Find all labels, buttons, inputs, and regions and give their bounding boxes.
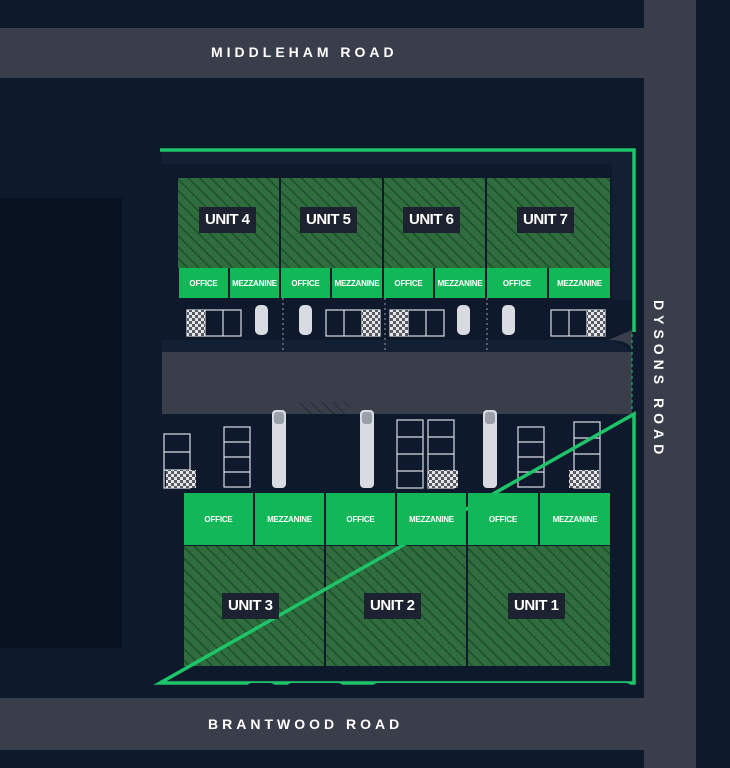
unit-5-label: UNIT 5 <box>300 207 357 233</box>
east-block <box>696 0 730 768</box>
brantwood-road-surface <box>0 698 730 750</box>
unit-7-label: UNIT 7 <box>517 207 574 233</box>
unit-5-mezzanine: MEZZANINE <box>332 268 382 298</box>
bottom-stub <box>286 683 344 697</box>
unit-3-label: UNIT 3 <box>222 593 279 619</box>
south-parking <box>163 419 601 489</box>
unit-4-label: UNIT 4 <box>199 207 256 233</box>
north-vans <box>255 305 515 335</box>
south-lorries <box>272 410 497 488</box>
dysons-road-surface <box>644 0 696 768</box>
unit-4-mezzanine: MEZZANINE <box>230 268 279 298</box>
neighbouring-building <box>0 198 122 648</box>
unit-1-office: OFFICE <box>468 493 538 545</box>
south-accessible-bays <box>166 470 599 488</box>
unit-5-office: OFFICE <box>281 268 330 298</box>
unit-1-label: UNIT 1 <box>508 593 565 619</box>
unit-2-office: OFFICE <box>326 493 395 545</box>
unit-7-mezzanine: MEZZANINE <box>549 268 610 298</box>
central-access-road <box>162 352 632 414</box>
unit-2-label: UNIT 2 <box>364 593 421 619</box>
unit-2-mezzanine: MEZZANINE <box>397 493 466 545</box>
unit-3-mezzanine: MEZZANINE <box>255 493 324 545</box>
north-block <box>0 0 630 28</box>
north-units <box>178 178 610 268</box>
unit-7-office: OFFICE <box>487 268 547 298</box>
unit-6-mezzanine: MEZZANINE <box>435 268 485 298</box>
middleham-road-label: MIDDLEHAM ROAD <box>211 44 398 60</box>
unit-1-mezzanine: MEZZANINE <box>540 493 610 545</box>
unit-6-label: UNIT 6 <box>403 207 460 233</box>
middleham-road-surface <box>0 28 730 78</box>
south-lorry-cabs <box>274 412 495 424</box>
north-bay-dividers <box>282 298 488 352</box>
north-accessible-bays <box>187 310 605 336</box>
dysons-road-label: DYSONS ROAD <box>651 300 667 460</box>
brantwood-road-label: BRANTWOOD ROAD <box>208 716 404 732</box>
unit-3-office: OFFICE <box>184 493 253 545</box>
unit-6-office: OFFICE <box>384 268 433 298</box>
south-block <box>0 750 644 768</box>
unit-4-office: OFFICE <box>179 268 228 298</box>
